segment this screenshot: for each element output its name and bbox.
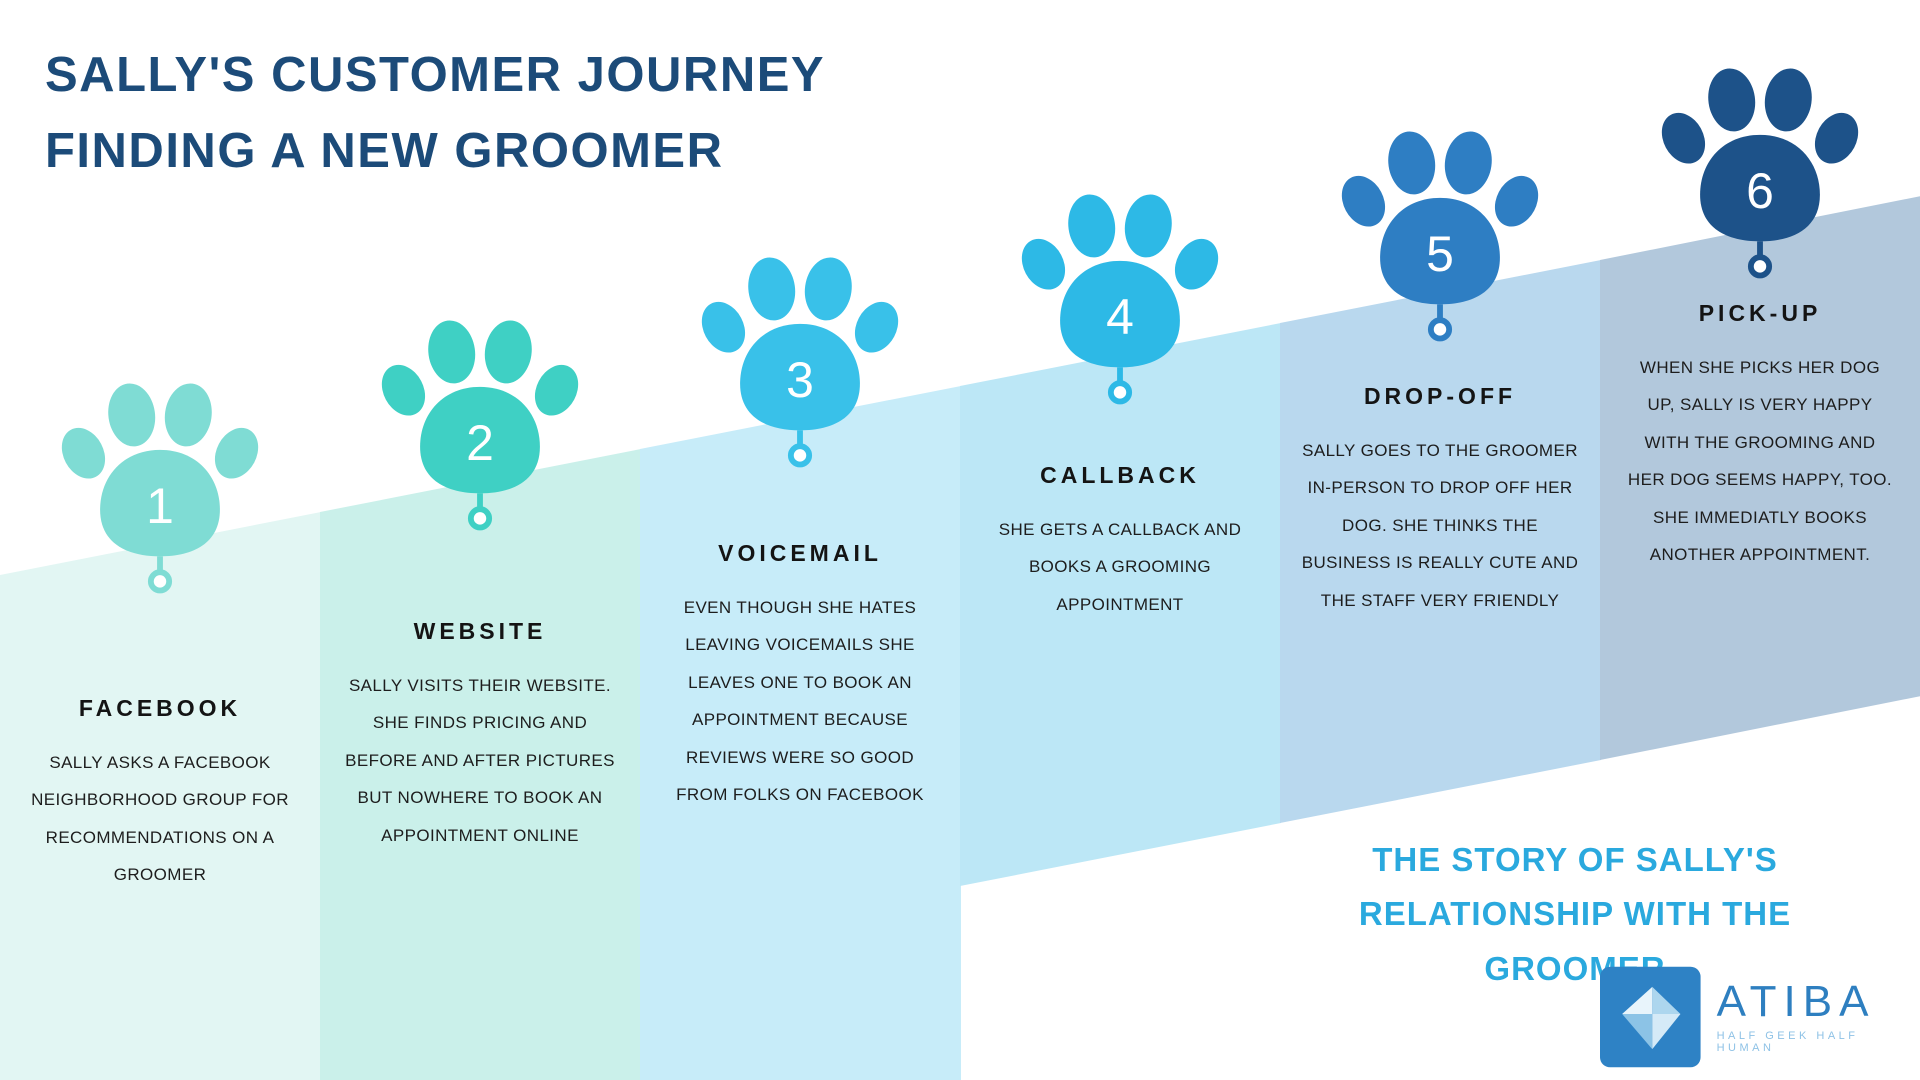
- paw-icon: 1: [61, 383, 259, 594]
- step-text-pickup: PICK-UP WHEN SHE PICKS HER DOG UP, SALLY…: [1625, 300, 1895, 573]
- step-column-facebook: [0, 512, 321, 1080]
- step-number: 3: [786, 352, 814, 408]
- step-description: SALLY GOES TO THE GROOMER IN-PERSON TO D…: [1301, 441, 1579, 610]
- step-text-callback: CALLBACK SHE GETS A CALLBACK AND BOOKS A…: [980, 462, 1260, 623]
- step-column-website: [320, 449, 641, 1080]
- step-label: WEBSITE: [413, 618, 547, 644]
- step-number: 6: [1746, 163, 1774, 219]
- page-title: SALLY'S CUSTOMER JOURNEY FINDING A NEW G…: [45, 38, 825, 190]
- step-label: FACEBOOK: [78, 695, 242, 721]
- paw-marker-4: 4: [1020, 191, 1220, 405]
- pin-circle: [467, 506, 493, 531]
- step-column-pickup: [1600, 196, 1920, 760]
- step-label: PICK-UP: [1698, 300, 1822, 326]
- footer-tagline: THE STORY OF SALLY'S RELATIONSHIP WITH T…: [1270, 833, 1880, 996]
- logo-wordmark: ATIBA: [1716, 977, 1876, 1026]
- title-line-1: SALLY'S CUSTOMER JOURNEY: [45, 48, 826, 102]
- pin-circle: [1747, 254, 1773, 279]
- paw-marker-5: 5: [1340, 128, 1540, 342]
- step-description: EVEN THOUGH SHE HATES LEAVING VOICEMAILS…: [676, 598, 924, 804]
- step-number: 2: [466, 415, 494, 471]
- paw-icon: 3: [701, 257, 899, 468]
- pin-circle: [147, 569, 173, 594]
- atiba-logo: ATIBA HALF GEEK HALF HUMAN: [1600, 966, 1920, 1068]
- step-text-voicemail: VOICEMAIL EVEN THOUGH SHE HATES LEAVING …: [660, 540, 940, 813]
- step-label: VOICEMAIL: [718, 540, 882, 566]
- step-label: CALLBACK: [1040, 462, 1200, 488]
- step-text-facebook: FACEBOOK SALLY ASKS A FACEBOOK NEIGHBORH…: [20, 695, 300, 894]
- paw-icon: 4: [1021, 194, 1219, 405]
- paw-marker-6: 6: [1660, 65, 1860, 279]
- logo-tagline: HALF GEEK HALF HUMAN: [1716, 1030, 1859, 1054]
- step-text-website: WEBSITE SALLY VISITS THEIR WEBSITE. SHE …: [340, 618, 620, 854]
- paw-icon: 6: [1661, 68, 1859, 279]
- step-description: SHE GETS A CALLBACK AND BOOKS A GROOMING…: [998, 520, 1242, 614]
- step-column-dropoff: [1280, 260, 1601, 823]
- paw-marker-1: 1: [60, 380, 260, 594]
- step-label: DROP-OFF: [1363, 383, 1517, 409]
- step-text-dropoff: DROP-OFF SALLY GOES TO THE GROOMER IN-PE…: [1300, 383, 1580, 619]
- step-number: 4: [1106, 289, 1134, 345]
- step-description: WHEN SHE PICKS HER DOG UP, SALLY IS VERY…: [1627, 358, 1893, 564]
- paw-icon: 2: [381, 320, 579, 531]
- paw-marker-2: 2: [380, 317, 580, 531]
- pin-circle: [1427, 317, 1453, 342]
- pin-circle: [1107, 380, 1133, 405]
- atiba-logo-icon: [1600, 966, 1701, 1068]
- step-number: 5: [1426, 226, 1454, 282]
- step-column-voicemail: [640, 386, 961, 1080]
- pin-circle: [787, 443, 813, 468]
- footer-tagline-line-1: THE STORY OF SALLY'S: [1372, 841, 1778, 878]
- step-column-callback: [960, 323, 1281, 886]
- title-line-2: FINDING A NEW GROOMER: [45, 123, 724, 178]
- logo-text-block: ATIBA HALF GEEK HALF HUMAN: [1716, 977, 1920, 1055]
- paw-marker-3: 3: [700, 254, 900, 468]
- step-number: 1: [146, 478, 174, 534]
- step-description: SALLY VISITS THEIR WEBSITE. SHE FINDS PR…: [345, 676, 615, 845]
- step-description: SALLY ASKS A FACEBOOK NEIGHBORHOOD GROUP…: [31, 753, 289, 885]
- paw-icon: 5: [1341, 131, 1539, 342]
